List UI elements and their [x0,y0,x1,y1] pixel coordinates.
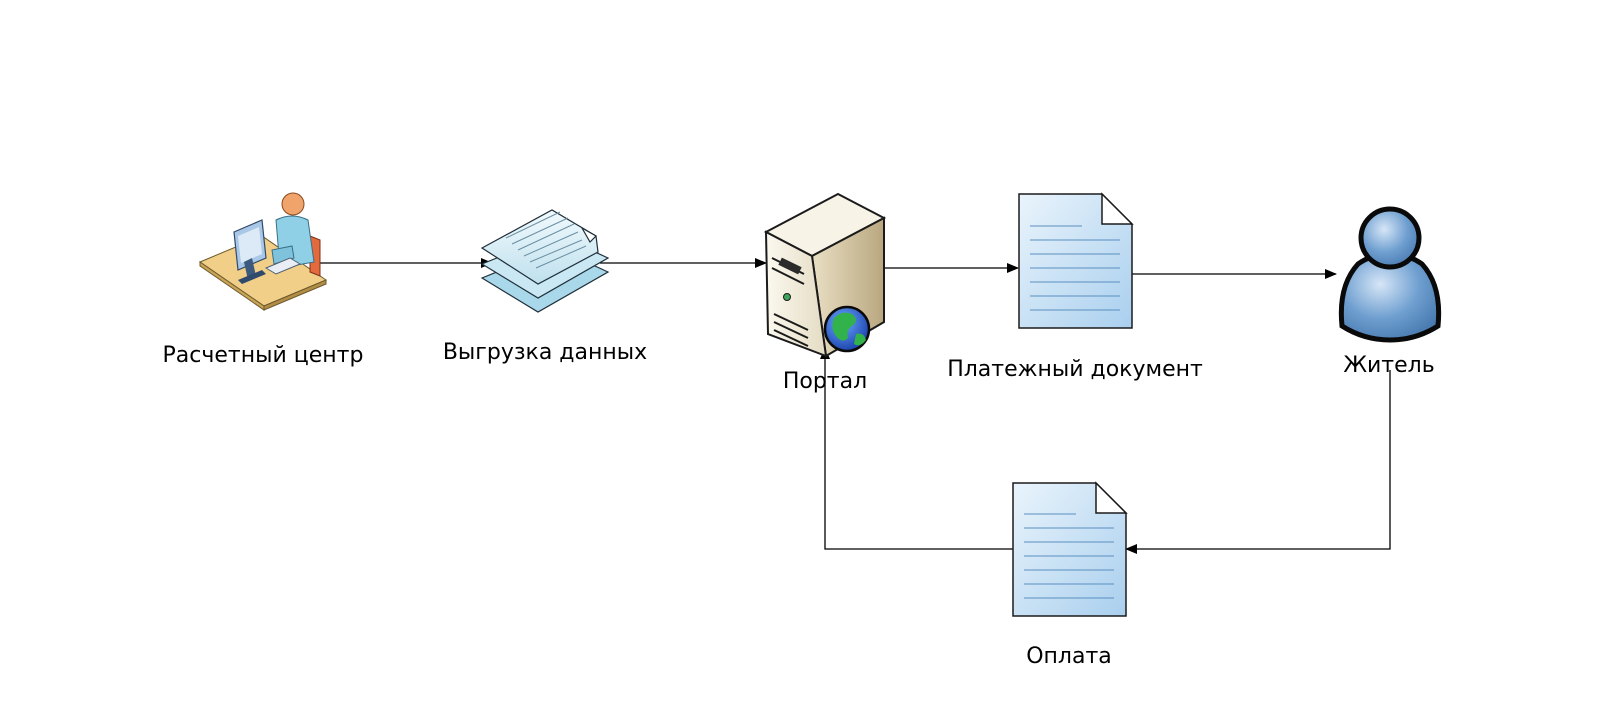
node-billing-center-label: Расчетный центр [163,343,364,368]
node-payment-label: Оплата [1026,644,1112,669]
node-resident[interactable]: Житель [1338,206,1442,378]
connectors [316,258,1391,554]
web-server-icon [763,192,887,358]
node-portal-label: Портал [783,369,867,394]
node-data-export[interactable]: Выгрузка данных [443,209,647,365]
document-icon [1012,481,1128,617]
node-billing-center[interactable]: Расчетный центр [163,192,364,368]
node-payment[interactable]: Оплата [1012,481,1128,669]
document-icon [1018,192,1134,329]
document-stack-icon [480,209,610,313]
node-data-export-label: Выгрузка данных [443,340,647,365]
user-icon [1338,206,1442,343]
person-at-workstation-icon [198,192,328,311]
node-payment-document-label: Платежный документ [947,357,1203,382]
edge-resident-to-payment [1125,370,1391,554]
edge-payment-to-portal [820,347,1013,550]
node-payment-document[interactable]: Платежный документ [947,192,1203,382]
node-resident-label: Житель [1343,353,1434,378]
node-portal[interactable]: Портал [763,192,887,394]
